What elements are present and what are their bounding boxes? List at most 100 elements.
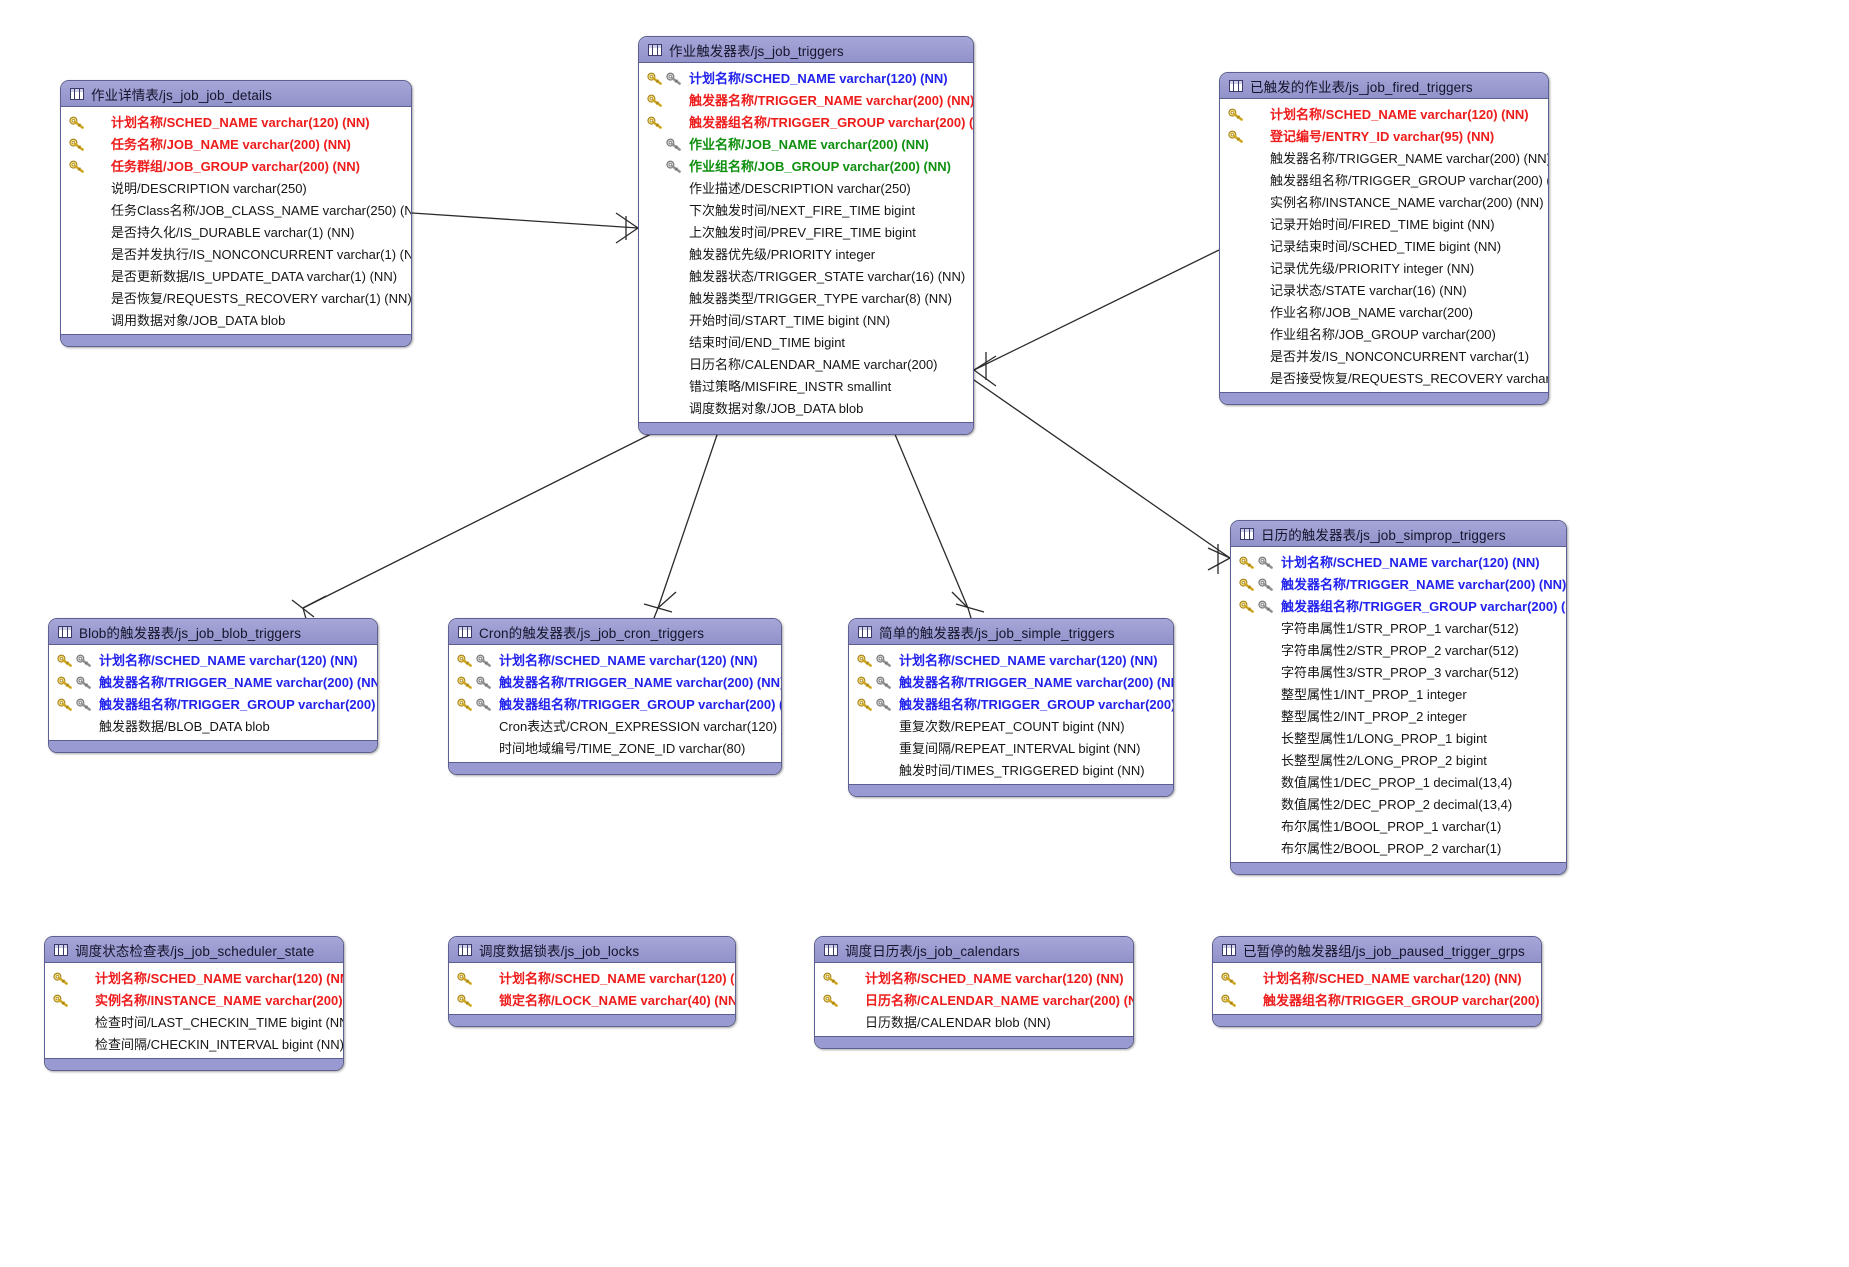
column-row[interactable]: 日历数据/CALENDAR blob (NN) <box>815 1011 1133 1033</box>
entity-header-js_job_cron_triggers[interactable]: Cron的触发器表/js_job_cron_triggers <box>449 619 781 645</box>
column-row[interactable]: 是否持久化/IS_DURABLE varchar(1) (NN) <box>61 221 411 243</box>
column-row[interactable]: 说明/DESCRIPTION varchar(250) <box>61 177 411 199</box>
column-row[interactable]: 作业组名称/JOB_GROUP varchar(200) (NN) <box>639 155 973 177</box>
column-row[interactable]: 时间地域编号/TIME_ZONE_ID varchar(80) <box>449 737 781 759</box>
column-row[interactable]: 作业组名称/JOB_GROUP varchar(200) <box>1220 323 1548 345</box>
column-row[interactable]: 触发器数据/BLOB_DATA blob <box>49 715 377 737</box>
column-row[interactable]: 触发器组名称/TRIGGER_GROUP varchar(200) (NN) <box>1213 989 1541 1011</box>
column-row[interactable]: 开始时间/START_TIME bigint (NN) <box>639 309 973 331</box>
column-row[interactable]: 记录状态/STATE varchar(16) (NN) <box>1220 279 1548 301</box>
column-row[interactable]: 调用数据对象/JOB_DATA blob <box>61 309 411 331</box>
column-row[interactable]: 布尔属性1/BOOL_PROP_1 varchar(1) <box>1231 815 1566 837</box>
column-row[interactable]: 重复次数/REPEAT_COUNT bigint (NN) <box>849 715 1173 737</box>
column-row[interactable]: 触发器状态/TRIGGER_STATE varchar(16) (NN) <box>639 265 973 287</box>
entity-js_job_locks[interactable]: 调度数据锁表/js_job_locks 计划名称/SCHED_NAME varch… <box>448 936 736 1027</box>
column-row[interactable]: 触发器组名称/TRIGGER_GROUP varchar(200) (NN) <box>49 693 377 715</box>
column-row[interactable]: 任务群组/JOB_GROUP varchar(200) (NN) <box>61 155 411 177</box>
column-row[interactable]: 触发器名称/TRIGGER_NAME varchar(200) (NN) <box>639 89 973 111</box>
column-row[interactable]: 调度数据对象/JOB_DATA blob <box>639 397 973 419</box>
column-row[interactable]: 实例名称/INSTANCE_NAME varchar(200) (NN) <box>1220 191 1548 213</box>
column-row[interactable]: 触发器名称/TRIGGER_NAME varchar(200) (NN) <box>449 671 781 693</box>
column-row[interactable]: 结束时间/END_TIME bigint <box>639 331 973 353</box>
column-row[interactable]: 触发器名称/TRIGGER_NAME varchar(200) (NN) <box>49 671 377 693</box>
column-row[interactable]: Cron表达式/CRON_EXPRESSION varchar(120) (NN… <box>449 715 781 737</box>
column-row[interactable]: 日历名称/CALENDAR_NAME varchar(200) <box>639 353 973 375</box>
column-row[interactable]: 检查间隔/CHECKIN_INTERVAL bigint (NN) <box>45 1033 343 1055</box>
column-row[interactable]: 计划名称/SCHED_NAME varchar(120) (NN) <box>45 967 343 989</box>
entity-js_job_fired_triggers[interactable]: 已触发的作业表/js_job_fired_triggers 计划名称/SCHED_… <box>1219 72 1549 405</box>
column-row[interactable]: 是否接受恢复/REQUESTS_RECOVERY varchar(1) <box>1220 367 1548 389</box>
entity-header-js_job_triggers[interactable]: 作业触发器表/js_job_triggers <box>639 37 973 63</box>
column-row[interactable]: 触发时间/TIMES_TRIGGERED bigint (NN) <box>849 759 1173 781</box>
column-row[interactable]: 上次触发时间/PREV_FIRE_TIME bigint <box>639 221 973 243</box>
column-row[interactable]: 计划名称/SCHED_NAME varchar(120) (NN) <box>61 111 411 133</box>
column-row[interactable]: 触发器组名称/TRIGGER_GROUP varchar(200) (NN) <box>1220 169 1548 191</box>
entity-header-js_job_paused_trigger_grps[interactable]: 已暂停的触发器组/js_job_paused_trigger_grps <box>1213 937 1541 963</box>
column-row[interactable]: 是否并发/IS_NONCONCURRENT varchar(1) <box>1220 345 1548 367</box>
column-row[interactable]: 登记编号/ENTRY_ID varchar(95) (NN) <box>1220 125 1548 147</box>
entity-header-js_job_scheduler_state[interactable]: 调度状态检查表/js_job_scheduler_state <box>45 937 343 963</box>
column-row[interactable]: 计划名称/SCHED_NAME varchar(120) (NN) <box>49 649 377 671</box>
column-row[interactable]: 计划名称/SCHED_NAME varchar(120) (NN) <box>849 649 1173 671</box>
column-row[interactable]: 整型属性1/INT_PROP_1 integer <box>1231 683 1566 705</box>
entity-header-js_job_fired_triggers[interactable]: 已触发的作业表/js_job_fired_triggers <box>1220 73 1548 99</box>
entity-js_job_scheduler_state[interactable]: 调度状态检查表/js_job_scheduler_state 计划名称/SCHED… <box>44 936 344 1071</box>
column-row[interactable]: 计划名称/SCHED_NAME varchar(120) (NN) <box>449 967 735 989</box>
column-row[interactable]: 任务名称/JOB_NAME varchar(200) (NN) <box>61 133 411 155</box>
column-row[interactable]: 计划名称/SCHED_NAME varchar(120) (NN) <box>639 67 973 89</box>
column-row[interactable]: 作业名称/JOB_NAME varchar(200) <box>1220 301 1548 323</box>
column-row[interactable]: 触发器名称/TRIGGER_NAME varchar(200) (NN) <box>1220 147 1548 169</box>
column-row[interactable]: 计划名称/SCHED_NAME varchar(120) (NN) <box>449 649 781 671</box>
column-row[interactable]: 触发器名称/TRIGGER_NAME varchar(200) (NN) <box>849 671 1173 693</box>
column-row[interactable]: 触发器类型/TRIGGER_TYPE varchar(8) (NN) <box>639 287 973 309</box>
entity-js_job_simprop_triggers[interactable]: 日历的触发器表/js_job_simprop_triggers 计划名称/SCHE… <box>1230 520 1567 875</box>
column-row[interactable]: 字符串属性2/STR_PROP_2 varchar(512) <box>1231 639 1566 661</box>
column-row[interactable]: 日历名称/CALENDAR_NAME varchar(200) (NN) <box>815 989 1133 1011</box>
column-row[interactable]: 触发器组名称/TRIGGER_GROUP varchar(200) (NN) <box>1231 595 1566 617</box>
entity-js_job_blob_triggers[interactable]: Blob的触发器表/js_job_blob_triggers 计划名称/SCHED… <box>48 618 378 753</box>
entity-header-js_job_locks[interactable]: 调度数据锁表/js_job_locks <box>449 937 735 963</box>
column-row[interactable]: 重复间隔/REPEAT_INTERVAL bigint (NN) <box>849 737 1173 759</box>
column-row[interactable]: 计划名称/SCHED_NAME varchar(120) (NN) <box>1220 103 1548 125</box>
entity-js_job_simple_triggers[interactable]: 简单的触发器表/js_job_simple_triggers 计划名称/SCHED… <box>848 618 1174 797</box>
entity-js_job_paused_trigger_grps[interactable]: 已暂停的触发器组/js_job_paused_trigger_grps 计划名称/… <box>1212 936 1542 1027</box>
column-row[interactable]: 是否更新数据/IS_UPDATE_DATA varchar(1) (NN) <box>61 265 411 287</box>
column-row[interactable]: 长整型属性1/LONG_PROP_1 bigint <box>1231 727 1566 749</box>
column-row[interactable]: 整型属性2/INT_PROP_2 integer <box>1231 705 1566 727</box>
column-row[interactable]: 作业描述/DESCRIPTION varchar(250) <box>639 177 973 199</box>
column-row[interactable]: 是否恢复/REQUESTS_RECOVERY varchar(1) (NN) <box>61 287 411 309</box>
column-row[interactable]: 数值属性2/DEC_PROP_2 decimal(13,4) <box>1231 793 1566 815</box>
column-row[interactable]: 记录结束时间/SCHED_TIME bigint (NN) <box>1220 235 1548 257</box>
entity-js_job_cron_triggers[interactable]: Cron的触发器表/js_job_cron_triggers 计划名称/SCHED… <box>448 618 782 775</box>
column-row[interactable]: 任务Class名称/JOB_CLASS_NAME varchar(250) (N… <box>61 199 411 221</box>
entity-header-js_job_calendars[interactable]: 调度日历表/js_job_calendars <box>815 937 1133 963</box>
column-row[interactable]: 锁定名称/LOCK_NAME varchar(40) (NN) <box>449 989 735 1011</box>
column-row[interactable]: 布尔属性2/BOOL_PROP_2 varchar(1) <box>1231 837 1566 859</box>
column-row[interactable]: 触发器组名称/TRIGGER_GROUP varchar(200) (NN) <box>449 693 781 715</box>
column-row[interactable]: 数值属性1/DEC_PROP_1 decimal(13,4) <box>1231 771 1566 793</box>
entity-header-js_job_job_details[interactable]: 作业详情表/js_job_job_details <box>61 81 411 107</box>
column-row[interactable]: 是否并发执行/IS_NONCONCURRENT varchar(1) (NN) <box>61 243 411 265</box>
column-row[interactable]: 作业名称/JOB_NAME varchar(200) (NN) <box>639 133 973 155</box>
column-row[interactable]: 实例名称/INSTANCE_NAME varchar(200) (NN) <box>45 989 343 1011</box>
column-row[interactable]: 计划名称/SCHED_NAME varchar(120) (NN) <box>1213 967 1541 989</box>
entity-header-js_job_blob_triggers[interactable]: Blob的触发器表/js_job_blob_triggers <box>49 619 377 645</box>
column-row[interactable]: 计划名称/SCHED_NAME varchar(120) (NN) <box>1231 551 1566 573</box>
entity-js_job_triggers[interactable]: 作业触发器表/js_job_triggers 计划名称/SCHED_NAME va… <box>638 36 974 435</box>
entity-header-js_job_simple_triggers[interactable]: 简单的触发器表/js_job_simple_triggers <box>849 619 1173 645</box>
entity-header-js_job_simprop_triggers[interactable]: 日历的触发器表/js_job_simprop_triggers <box>1231 521 1566 547</box>
column-row[interactable]: 触发器优先级/PRIORITY integer <box>639 243 973 265</box>
column-row[interactable]: 触发器组名称/TRIGGER_GROUP varchar(200) (NN) <box>849 693 1173 715</box>
column-row[interactable]: 长整型属性2/LONG_PROP_2 bigint <box>1231 749 1566 771</box>
column-row[interactable]: 下次触发时间/NEXT_FIRE_TIME bigint <box>639 199 973 221</box>
column-row[interactable]: 字符串属性3/STR_PROP_3 varchar(512) <box>1231 661 1566 683</box>
column-row[interactable]: 错过策略/MISFIRE_INSTR smallint <box>639 375 973 397</box>
column-row[interactable]: 记录开始时间/FIRED_TIME bigint (NN) <box>1220 213 1548 235</box>
column-row[interactable]: 检查时间/LAST_CHECKIN_TIME bigint (NN) <box>45 1011 343 1033</box>
column-row[interactable]: 记录优先级/PRIORITY integer (NN) <box>1220 257 1548 279</box>
entity-js_job_job_details[interactable]: 作业详情表/js_job_job_details 计划名称/SCHED_NAME … <box>60 80 412 347</box>
column-row[interactable]: 字符串属性1/STR_PROP_1 varchar(512) <box>1231 617 1566 639</box>
column-row[interactable]: 触发器组名称/TRIGGER_GROUP varchar(200) (NN) <box>639 111 973 133</box>
column-row[interactable]: 触发器名称/TRIGGER_NAME varchar(200) (NN) <box>1231 573 1566 595</box>
